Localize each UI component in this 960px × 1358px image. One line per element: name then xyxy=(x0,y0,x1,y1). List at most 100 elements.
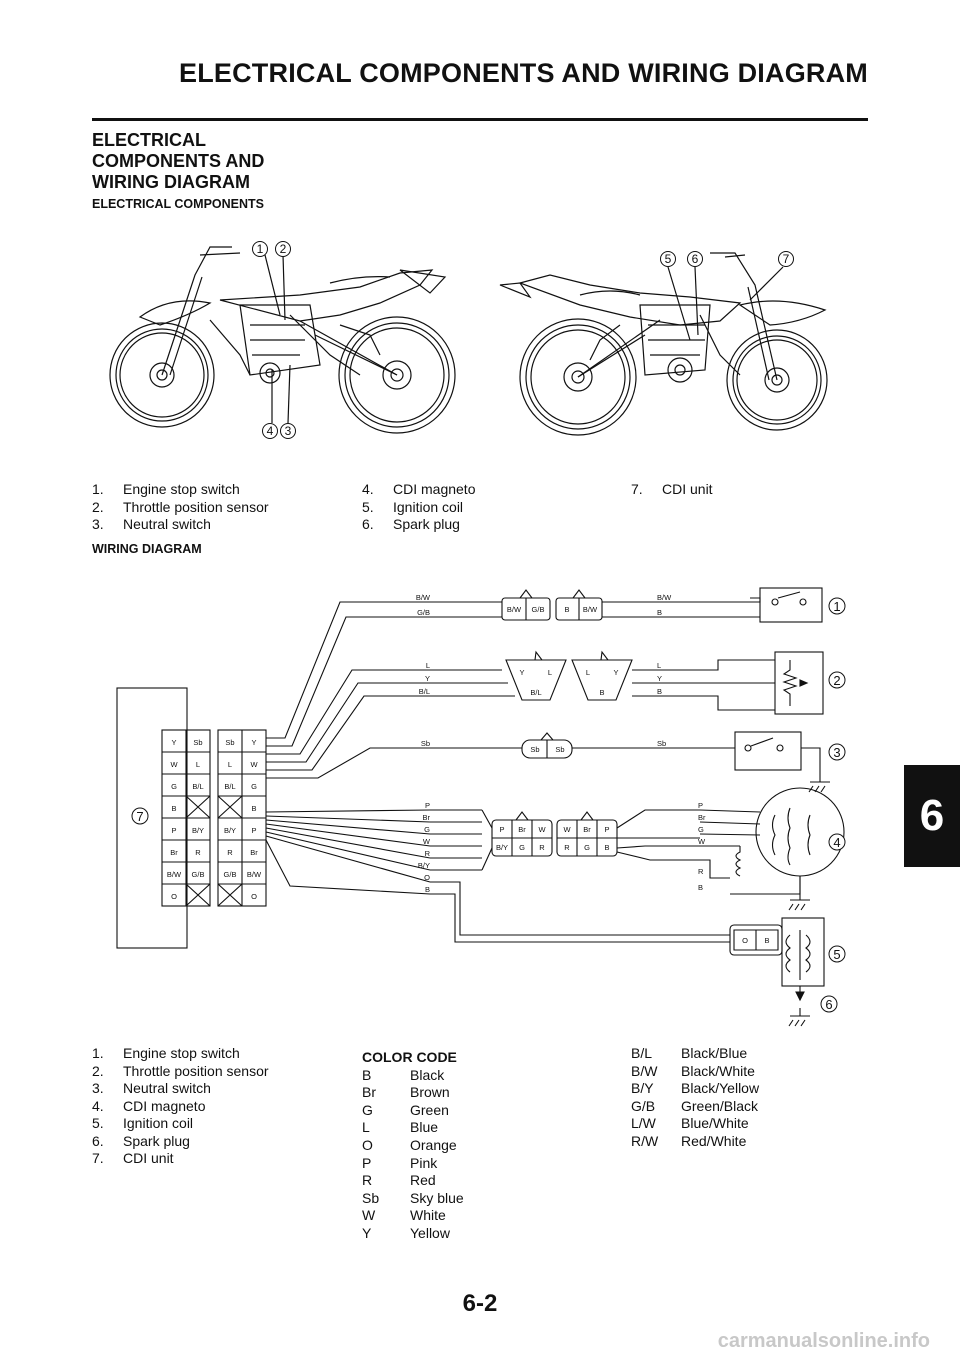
wire-label: G xyxy=(424,825,430,834)
legend-item: 2.Throttle position sensor xyxy=(92,1062,269,1079)
wire-label: B xyxy=(698,883,703,892)
connector-label: Br xyxy=(583,825,591,834)
pin-label: B/W xyxy=(167,870,182,879)
section-title-line: WIRING DIAGRAM xyxy=(92,172,250,192)
wire-label: W xyxy=(698,837,706,846)
section-title-line: COMPONENTS AND xyxy=(92,151,265,171)
pin-label: Y xyxy=(171,738,176,747)
chapter-tab: 6 xyxy=(904,765,960,867)
pin-label: R xyxy=(227,848,233,857)
diagram-callout-1: 1 xyxy=(833,599,840,614)
pin-label: B xyxy=(251,804,256,813)
pin-label: Br xyxy=(170,848,178,857)
connector-label: Y xyxy=(613,668,618,677)
wire-label: B/L xyxy=(419,687,430,696)
pin-label: P xyxy=(251,826,256,835)
connector-label: B/Y xyxy=(496,843,508,852)
connector-label: G xyxy=(519,843,525,852)
connector-label: G/B xyxy=(532,605,545,614)
pin-label: O xyxy=(171,892,177,901)
pin-label: G/B xyxy=(192,870,205,879)
section-title-line: ELECTRICAL xyxy=(92,130,206,150)
legend-item: 5.Ignition coil xyxy=(362,498,464,515)
components-legend-col1: 1.Engine stop switch 2.Throttle position… xyxy=(92,481,352,534)
wire-label: W xyxy=(423,837,431,846)
components-legend-col2: 4.CDI magneto 5.Ignition coil 6.Spark pl… xyxy=(362,481,602,534)
pin-label: Y xyxy=(251,738,256,747)
legend-item: 6.Spark plug xyxy=(92,1132,190,1149)
wire-label: Sb xyxy=(657,739,666,748)
pin-label: L xyxy=(228,760,232,769)
connector-label: Br xyxy=(518,825,526,834)
connector-label: B/L xyxy=(530,688,541,697)
legend-item: 1.Engine stop switch xyxy=(92,481,240,497)
legend-item: 4.CDI magneto xyxy=(362,481,476,497)
connector-label: B/W xyxy=(583,605,598,614)
connector-label: B xyxy=(564,605,569,614)
legend-item: 4.CDI magneto xyxy=(92,1097,206,1114)
diagram-callout-4: 4 xyxy=(833,835,840,850)
connector-label: B/W xyxy=(507,605,522,614)
pin-label: Br xyxy=(250,848,258,857)
section-title: ELECTRICAL COMPONENTS AND WIRING DIAGRAM xyxy=(92,130,352,193)
connector-label: W xyxy=(563,825,571,834)
connector-label: B xyxy=(764,936,769,945)
pin-label: R xyxy=(195,848,201,857)
wire-label: B/W xyxy=(657,593,672,602)
legend-item: 5.Ignition coil xyxy=(92,1115,194,1131)
color-code-title: COLOR CODE xyxy=(362,1049,457,1065)
pin-label: B xyxy=(171,804,176,813)
subheading-wiring-diagram: WIRING DIAGRAM xyxy=(92,542,202,556)
connector-label: Sb xyxy=(530,745,539,754)
connector-label: O xyxy=(742,936,748,945)
wire-label: P xyxy=(425,801,430,810)
wire-label: B xyxy=(657,687,662,696)
components-legend-col3: 7.CDI unit xyxy=(631,481,861,499)
legend-item: 2.Throttle position sensor xyxy=(92,498,269,515)
wire-label: B xyxy=(425,885,430,894)
legend-item: 7.CDI unit xyxy=(631,481,713,497)
legend-item: 1.Engine stop switch xyxy=(92,1045,240,1061)
callout-label: 6 xyxy=(692,252,699,266)
wire-label: P xyxy=(698,801,703,810)
pin-label: B/Y xyxy=(192,826,204,835)
wire-label: Br xyxy=(423,813,431,822)
connector-label: L xyxy=(586,668,590,677)
pin-label: G xyxy=(171,782,177,791)
connector-label: G xyxy=(584,843,590,852)
wire-label: G xyxy=(698,825,704,834)
callout-label: 1 xyxy=(257,242,264,256)
pin-label: L xyxy=(196,760,200,769)
motorcycle-illustrations: 1 2 4 3 5 6 7 xyxy=(109,241,828,439)
diagram-callout-6: 6 xyxy=(825,997,832,1012)
wire-label: B/Y xyxy=(418,861,430,870)
callout-label: 7 xyxy=(783,252,790,266)
callout-label: 5 xyxy=(665,252,672,266)
wire-label: L xyxy=(657,661,661,670)
pin-label: B/L xyxy=(192,782,203,791)
diagram-callout-7: 7 xyxy=(136,809,143,824)
connector-label: Y xyxy=(519,668,524,677)
pin-label: B/W xyxy=(247,870,262,879)
motorcycle-right-view xyxy=(499,252,828,436)
wire-label: Y xyxy=(425,674,430,683)
wire-label: O xyxy=(424,873,430,882)
legend-item: 3.Neutral switch xyxy=(92,1080,211,1096)
wiring-diagram: 1 2 3 4 5 6 7 Y Sb W L G B/L B P B/Y Br … xyxy=(116,587,846,1027)
wire-label: B xyxy=(657,608,662,617)
wiring-legend: 1.Engine stop switch 2.Throttle position… xyxy=(92,1045,342,1168)
callout-label: 2 xyxy=(280,242,287,256)
